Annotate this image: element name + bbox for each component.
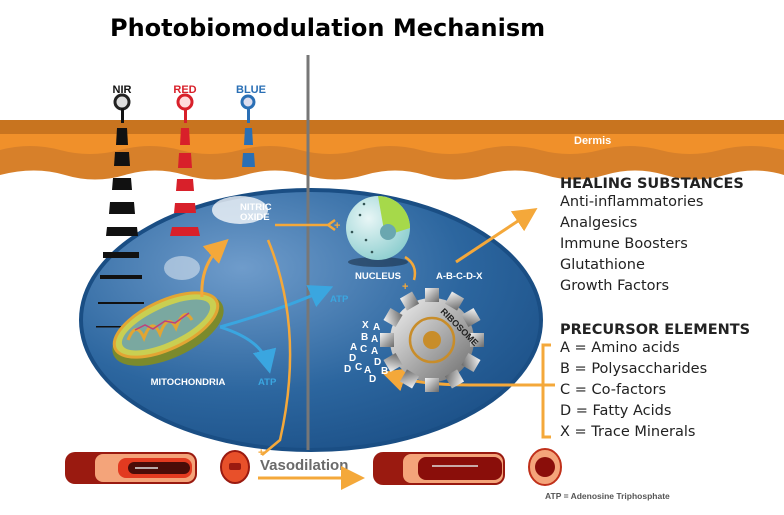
nir-beam	[96, 93, 144, 328]
svg-text:A: A	[350, 342, 357, 353]
svg-text:C: C	[360, 344, 367, 355]
nir-label: NIR	[113, 84, 132, 96]
healing-item: Analgesics	[560, 215, 638, 231]
healing-item: Anti-inflammatories	[560, 194, 704, 210]
precursor-heading: PRECURSOR ELEMENTS	[560, 322, 751, 338]
arrow-atp-right	[219, 285, 334, 329]
nucleus-icon	[346, 196, 410, 267]
precursor-elements-list: PRECURSOR ELEMENTS A = Amino acids B = P…	[560, 322, 750, 443]
precursor-item: X = Trace Minerals	[560, 424, 696, 440]
svg-text:D: D	[344, 364, 351, 375]
plus-sign: +	[258, 447, 264, 459]
blue-beam	[240, 94, 256, 167]
healing-heading: HEALING SUBSTANCES	[560, 176, 744, 192]
dilated-vessel-cross-section	[528, 448, 562, 486]
mitochondria-icon	[112, 291, 224, 366]
nitric-oxide-glow	[212, 196, 268, 224]
svg-text:A: A	[364, 365, 371, 376]
precursor-bracket	[541, 343, 551, 439]
atp-footnote: ATP = Adenosine Triphosphate	[545, 491, 670, 501]
precursor-item: C = Co-factors	[560, 382, 667, 398]
ribosome-icon	[380, 288, 484, 392]
atp-label-down: ATP	[258, 377, 277, 388]
arrow-to-healing	[455, 208, 538, 264]
atp-label-right: ATP	[330, 294, 349, 305]
plus-sign: +	[334, 220, 340, 232]
precursor-letters: X A B A A C A D D C A D B D	[344, 320, 388, 385]
arrow-atp-down	[219, 325, 277, 374]
nitric-oxide-label-2: OXIDE	[240, 212, 270, 223]
red-label: RED	[173, 84, 196, 96]
healing-item: Glutathione	[560, 257, 645, 273]
arrow-mito-to-no	[200, 238, 229, 298]
svg-text:A: A	[373, 322, 380, 333]
blue-label: BLUE	[236, 84, 266, 96]
page-title: Photobiomodulation Mechanism	[110, 14, 546, 42]
healing-item: Immune Boosters	[560, 236, 688, 252]
healing-item: Growth Factors	[560, 278, 670, 294]
svg-text:D: D	[369, 374, 376, 385]
nucleus-label: NUCLEUS	[355, 271, 401, 282]
product-label: A-B-C-D-X	[436, 271, 483, 282]
plus-sign: +	[402, 281, 408, 293]
skin-layer	[0, 120, 784, 180]
red-beam	[170, 93, 200, 236]
healing-substances-list: HEALING SUBSTANCES Anti-inflammatories A…	[560, 176, 744, 297]
svg-text:A: A	[371, 346, 378, 357]
nitric-oxide-label-1: NITRIC	[240, 202, 272, 213]
svg-text:D: D	[374, 357, 381, 368]
precursor-item: A = Amino acids	[560, 340, 680, 356]
vasodilation-label: Vasodilation	[260, 457, 348, 474]
precursor-item: B = Polysaccharides	[560, 361, 708, 377]
dermis-label: Dermis	[574, 135, 611, 147]
arrow-no-to-vessel	[261, 239, 292, 456]
mitochondria-label: MITOCHONDRIA	[151, 377, 226, 388]
svg-text:B: B	[381, 366, 388, 377]
svg-text:B: B	[361, 332, 368, 343]
svg-text:A: A	[371, 334, 378, 345]
svg-text:X: X	[362, 320, 369, 331]
svg-text:D: D	[349, 353, 356, 364]
svg-text:C: C	[355, 362, 362, 373]
arrow-no-to-nucleus	[275, 218, 336, 232]
precursor-item: D = Fatty Acids	[560, 403, 672, 419]
arrow-nucleus-to-ribosome	[404, 255, 417, 281]
constricted-vessel-cross-section	[220, 450, 250, 484]
dilated-vessel-icon	[373, 452, 505, 485]
glow	[164, 256, 200, 280]
constricted-vessel-icon	[65, 452, 197, 484]
